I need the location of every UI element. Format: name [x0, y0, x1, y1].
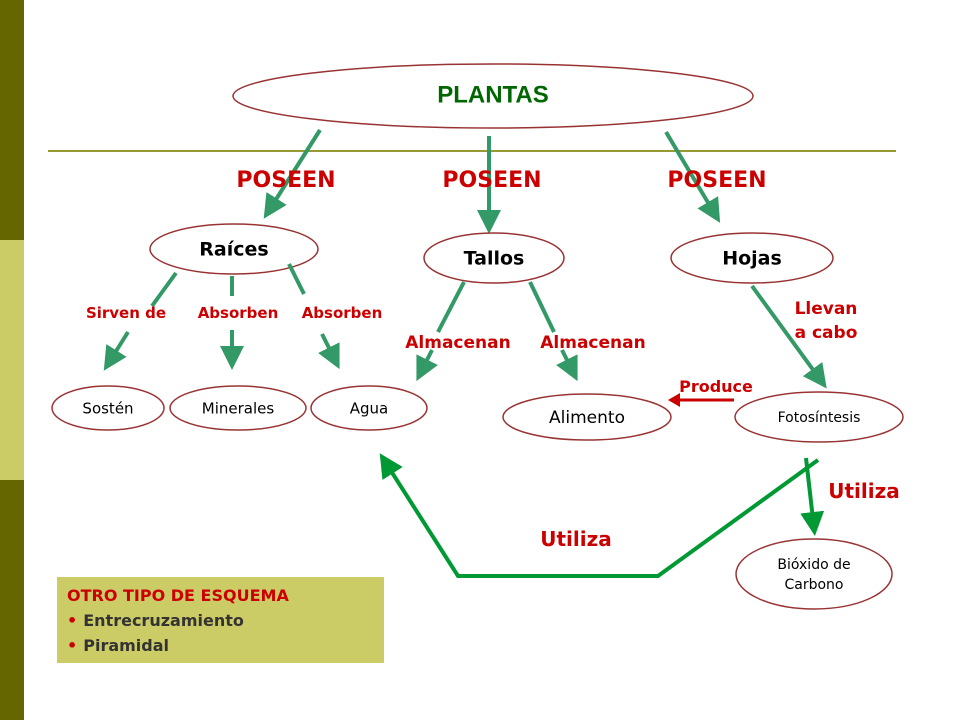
- node-bioxido-de-carbono: Bióxido de Carbono: [735, 538, 893, 610]
- arrow-raices-sosten: [150, 271, 178, 308]
- node-hojas-label: Hojas: [722, 248, 782, 270]
- arrow-tallos-alimento: [528, 281, 556, 333]
- node-agua: Agua: [310, 385, 428, 431]
- title-text: PLANTAS: [437, 81, 549, 108]
- node-alimento-label: Alimento: [549, 408, 625, 428]
- arrow-tallos-agua: [436, 281, 466, 333]
- edge-label-llevan-line1: Llevan: [795, 299, 858, 319]
- edge-label-utiliza-2: Utiliza: [540, 527, 612, 551]
- edge-label-almacenan-2: Almacenan: [540, 333, 645, 353]
- arrow-raices-sosten-2: [103, 330, 130, 371]
- edge-label-llevan-line2: a cabo: [795, 323, 858, 343]
- arrow-tallos-agua-2: [416, 349, 438, 382]
- relation-label-center: POSEEN: [442, 168, 541, 193]
- edge-label-absorben-2: Absorben: [302, 304, 383, 322]
- node-tallos-label: Tallos: [464, 248, 525, 270]
- side-bar-top: [0, 0, 24, 240]
- arrow-hojas-fotosintesis: [750, 284, 827, 389]
- node-hojas: Hojas: [670, 232, 834, 284]
- edge-label-produce: Produce: [679, 377, 753, 396]
- side-bar-middle: [0, 240, 24, 480]
- node-alimento: Alimento: [502, 393, 672, 441]
- arrow-raices-agua: [287, 263, 306, 295]
- node-raices: Raíces: [149, 223, 319, 275]
- node-plantas: PLANTAS: [232, 63, 754, 129]
- legend-item-label: Piramidal: [83, 636, 170, 655]
- bullet-icon: •: [67, 636, 78, 655]
- arrow-loop-to-agua: [379, 453, 820, 578]
- edge-label-sirven-de: Sirven de: [86, 304, 166, 322]
- node-sosten: Sostén: [51, 385, 165, 431]
- relation-label-left: POSEEN: [236, 168, 335, 193]
- node-fotosintesis-label: Fotosíntesis: [778, 410, 861, 426]
- edge-label-almacenan-1: Almacenan: [405, 333, 510, 353]
- relation-label-right: POSEEN: [667, 168, 766, 193]
- node-minerales-label: Minerales: [202, 400, 275, 418]
- arrow-tallos-alimento-2: [556, 349, 578, 382]
- node-raices-label: Raíces: [199, 239, 268, 261]
- legend-item-entrecruzamiento: • Entrecruzamiento: [67, 608, 374, 633]
- node-co2-line2: Carbono: [784, 577, 843, 593]
- legend-title: OTRO TIPO DE ESQUEMA: [67, 586, 289, 605]
- node-sosten-label: Sostén: [82, 400, 133, 418]
- legend-box: OTRO TIPO DE ESQUEMA • Entrecruzamiento •…: [57, 577, 384, 663]
- side-bar-bottom: [0, 480, 24, 720]
- node-minerales: Minerales: [169, 385, 307, 431]
- node-fotosintesis: Fotosíntesis: [734, 391, 904, 443]
- legend-item-label: Entrecruzamiento: [83, 611, 244, 630]
- arrow-plantas-hojas: [664, 130, 721, 223]
- legend-item-piramidal: • Piramidal: [67, 633, 374, 658]
- edge-label-utiliza-1: Utiliza: [828, 479, 900, 503]
- node-tallos: Tallos: [423, 232, 565, 284]
- node-agua-label: Agua: [350, 400, 388, 418]
- arrow-raices-agua-2: [318, 333, 340, 370]
- bullet-icon: •: [67, 611, 78, 630]
- node-co2-line1: Bióxido de: [777, 557, 850, 573]
- edge-label-absorben-1: Absorben: [198, 304, 279, 322]
- arrow-plantas-raices: [263, 128, 322, 219]
- arrow-produce-head: [668, 393, 680, 407]
